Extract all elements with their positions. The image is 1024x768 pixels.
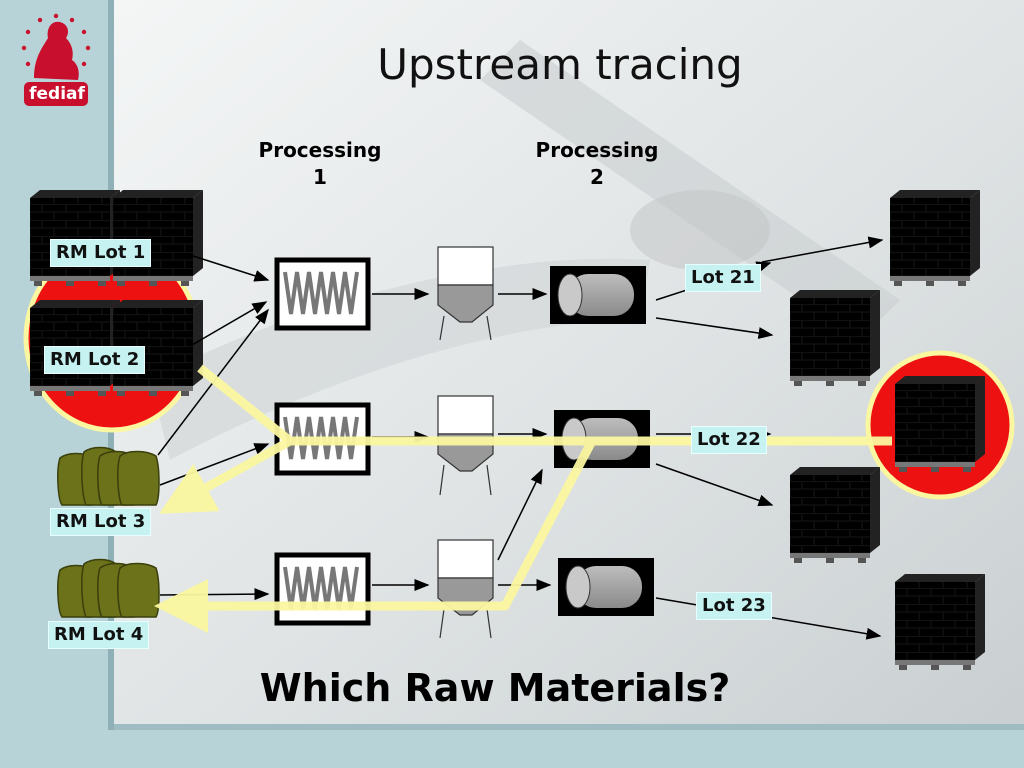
processing-2-header: Processing 2 (522, 137, 672, 191)
processing-1-line2: 1 (313, 165, 327, 189)
processing-1-line1: Processing (258, 138, 382, 162)
lot-22-pallet-highlighted (895, 376, 985, 472)
hopper-icon (437, 246, 494, 341)
cylinder-tank-icon (550, 266, 646, 324)
spring-press-icon (274, 257, 371, 331)
processing-2-line2: 2 (590, 165, 604, 189)
lot-21-pallet-bottom (790, 290, 880, 386)
processing-1-header: Processing 1 (245, 137, 395, 191)
upstream-trace-path (154, 364, 892, 633)
lot-23-label: Lot 23 (696, 592, 772, 620)
spring-press-icon (274, 552, 371, 626)
lot-21-pallet-top (890, 190, 980, 286)
lot-22-pallet (790, 467, 880, 563)
question-text: Which Raw Materials? (259, 666, 731, 710)
logo-text: fediaf (29, 84, 85, 104)
lot-22-label: Lot 22 (691, 426, 767, 454)
lot-23-pallet (895, 574, 985, 670)
rm-lot-3-label: RM Lot 3 (50, 508, 152, 536)
dog-logo-icon (34, 21, 79, 81)
rm-lot-2-label: RM Lot 2 (44, 346, 146, 374)
cylinder-tank-icon (558, 558, 654, 616)
slide-title: Upstream tracing (377, 40, 743, 89)
sack-icon (57, 446, 160, 506)
lot-21-label: Lot 21 (685, 264, 761, 292)
rm-lot-4-label: RM Lot 4 (48, 621, 150, 649)
sack-icon (57, 558, 160, 618)
rm-lot-1-label: RM Lot 1 (50, 239, 152, 267)
hopper-icon (437, 539, 494, 639)
processing-2-line1: Processing (535, 138, 659, 162)
rm-lot-1-pallets (30, 190, 203, 286)
fediaf-logo (21, 13, 91, 106)
